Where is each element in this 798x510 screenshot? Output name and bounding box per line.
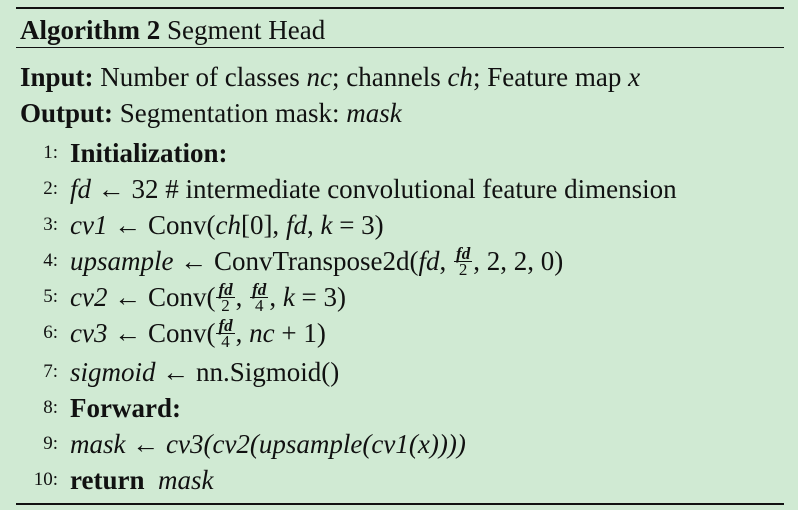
line-number: 6: (43, 322, 58, 343)
var-sigmoid: sigmoid (70, 357, 156, 387)
sep-text: , (235, 282, 250, 312)
kernel-text: = 3) (294, 282, 347, 312)
keyword-return: return (70, 465, 145, 495)
var-fd: fd (70, 174, 92, 204)
line-number: 10: (33, 469, 58, 490)
output-var-mask: mask (346, 98, 402, 128)
input-text-2: ; channels (331, 62, 448, 92)
var-mask: mask (158, 465, 214, 495)
var-k: k (282, 282, 295, 312)
algorithm-label: Algorithm 2 (20, 15, 161, 45)
fraction-denominator: 2 (458, 260, 468, 280)
algorithm-title: Segment Head (166, 15, 326, 45)
output-line: Output: Segmentation mask: mask (20, 97, 402, 129)
fraction-numerator: fd (216, 280, 235, 300)
input-var-nc: nc (306, 62, 332, 92)
sep-text: , (235, 318, 250, 348)
input-var-ch: ch (447, 62, 473, 92)
line-number: 8: (43, 397, 58, 418)
line-number: 5: (43, 286, 58, 307)
output-text: Segmentation mask: (119, 98, 347, 128)
sep-text: , (269, 282, 283, 312)
line-7-text: ← nn.Sigmoid() (155, 357, 340, 387)
plus-one-text: + 1) (274, 318, 326, 348)
var-fd: fd (285, 210, 307, 240)
forward-expression: cv3(cv2(upsample(cv1(x)))) (166, 429, 466, 459)
input-label: Input: (20, 62, 94, 92)
var-cv1: cv1 (70, 210, 108, 240)
input-var-x: x (628, 62, 641, 92)
kernel-text: = 3) (332, 210, 384, 240)
caption-rule (16, 47, 784, 48)
args-text: , 2, 2, 0) (473, 246, 564, 276)
var-fd: fd (418, 246, 440, 276)
fraction-numerator: fd (250, 280, 269, 300)
assign-conv: ← Conv( (107, 318, 216, 348)
input-text-1: Number of classes (100, 62, 307, 92)
top-rule (16, 7, 784, 9)
fraction-denominator: 2 (221, 296, 230, 316)
keyword-initialization: Initialization: (70, 138, 228, 168)
var-upsample: upsample (70, 246, 174, 276)
var-mask: mask (70, 429, 126, 459)
var-ch: ch (215, 210, 241, 240)
fraction-denominator: 4 (221, 332, 230, 352)
line-number: 2: (43, 178, 58, 199)
bottom-rule (16, 503, 784, 505)
assign-arrow: ← (125, 429, 166, 459)
var-cv3: cv3 (70, 318, 108, 348)
line-number: 1: (43, 142, 58, 163)
input-text-3: ; Feature map (472, 62, 629, 92)
assign-convtranspose: ← ConvTranspose2d( (173, 246, 419, 276)
output-label: Output: (20, 98, 114, 128)
var-nc: nc (249, 318, 275, 348)
algorithm-caption: Algorithm 2 Segment Head (20, 14, 325, 46)
line-2-text: ← 32 # intermediate convolutional featur… (91, 174, 677, 204)
sep-text: , (439, 246, 454, 276)
var-k: k (320, 210, 333, 240)
input-line: Input: Number of classes nc; channels ch… (20, 61, 640, 93)
keyword-forward: Forward: (70, 393, 181, 423)
fraction-numerator: fd (454, 244, 473, 264)
fraction-numerator: fd (216, 316, 235, 336)
fraction-denominator: 4 (254, 296, 264, 316)
index-text: [0], (240, 210, 286, 240)
line-number: 7: (43, 361, 58, 382)
line-number: 4: (43, 250, 58, 271)
var-cv2: cv2 (70, 282, 108, 312)
assign-conv: ← Conv( (107, 210, 216, 240)
assign-conv: ← Conv( (107, 282, 216, 312)
line-number: 9: (43, 433, 58, 454)
line-number: 3: (43, 214, 58, 235)
sep-text: , (306, 210, 321, 240)
